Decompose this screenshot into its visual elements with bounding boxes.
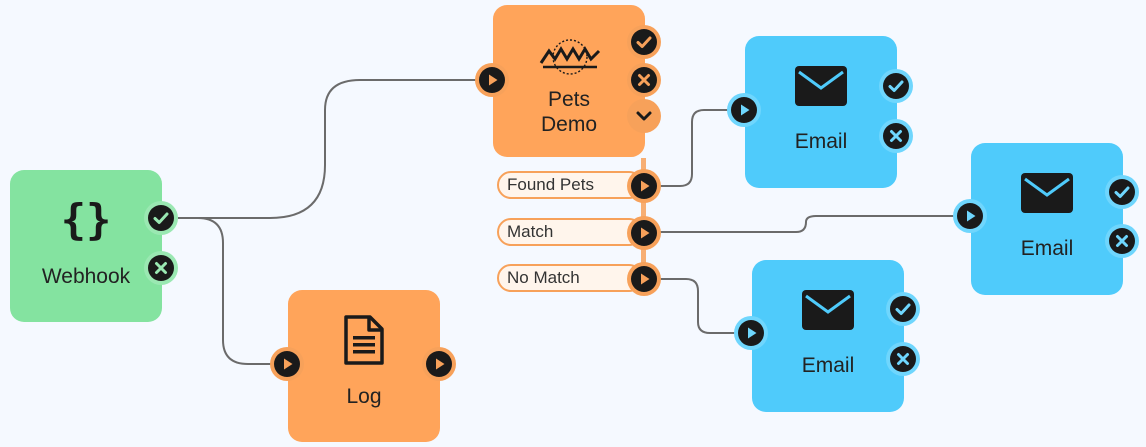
email-node-2[interactable]: Email: [971, 143, 1123, 295]
output-no-match-label: No Match: [507, 268, 580, 287]
log-node[interactable]: Log: [288, 290, 440, 442]
email-1-label: Email: [794, 130, 848, 153]
pets-demo-expand-toggle[interactable]: [627, 99, 661, 133]
output-match-label: Match: [507, 222, 554, 241]
log-label: Log: [346, 385, 382, 408]
email-3-input-port[interactable]: [734, 316, 768, 350]
webhook-node[interactable]: {} Webhook: [10, 170, 162, 322]
envelope-icon: [802, 290, 854, 335]
no-match-output-port[interactable]: [627, 262, 661, 296]
wire-webhook-to-pets-demo: [178, 79, 480, 219]
pets-demo-failure-port[interactable]: [627, 63, 661, 97]
pets-demo-label-line1: Pets: [547, 88, 591, 111]
email-1-success-port[interactable]: [879, 69, 913, 103]
output-found-pets[interactable]: Found Pets: [497, 171, 643, 199]
wire-webhook-to-log: [178, 217, 272, 365]
wire-match-to-email-2: [660, 215, 955, 233]
document-icon: [342, 314, 386, 371]
webhook-label: Webhook: [41, 265, 131, 288]
pets-demo-success-port[interactable]: [627, 25, 661, 59]
log-output-port[interactable]: [422, 347, 456, 381]
email-2-success-port[interactable]: [1105, 175, 1139, 209]
pets-demo-input-port[interactable]: [475, 63, 509, 97]
email-node-1[interactable]: Email: [745, 36, 897, 188]
wire-no-match-to-email-3: [660, 278, 738, 334]
log-input-port[interactable]: [270, 347, 304, 381]
email-1-failure-port[interactable]: [879, 119, 913, 153]
pets-demo-node[interactable]: Pets Demo: [493, 5, 645, 157]
email-node-3[interactable]: Email: [752, 260, 904, 412]
output-no-match[interactable]: No Match: [497, 264, 643, 292]
webhook-failure-port[interactable]: [144, 251, 178, 285]
svg-text:{}: {}: [61, 198, 112, 242]
envelope-icon: [795, 66, 847, 111]
email-2-input-port[interactable]: [953, 199, 987, 233]
email-3-label: Email: [801, 354, 855, 377]
email-1-input-port[interactable]: [727, 93, 761, 127]
chevron-down-icon: [636, 111, 652, 121]
email-3-failure-port[interactable]: [886, 342, 920, 376]
email-2-label: Email: [1020, 237, 1074, 260]
curly-braces-icon: {}: [60, 195, 112, 247]
wire-found-pets-to-email-1: [660, 109, 730, 187]
fme-logo-icon: [539, 37, 601, 86]
pets-demo-label-line2: Demo: [540, 113, 598, 136]
email-2-failure-port[interactable]: [1105, 224, 1139, 258]
webhook-success-port[interactable]: [144, 201, 178, 235]
output-match[interactable]: Match: [497, 218, 643, 246]
email-3-success-port[interactable]: [886, 292, 920, 326]
output-found-pets-label: Found Pets: [507, 175, 594, 194]
match-output-port[interactable]: [627, 216, 661, 250]
envelope-icon: [1021, 173, 1073, 218]
found-pets-output-port[interactable]: [627, 169, 661, 203]
